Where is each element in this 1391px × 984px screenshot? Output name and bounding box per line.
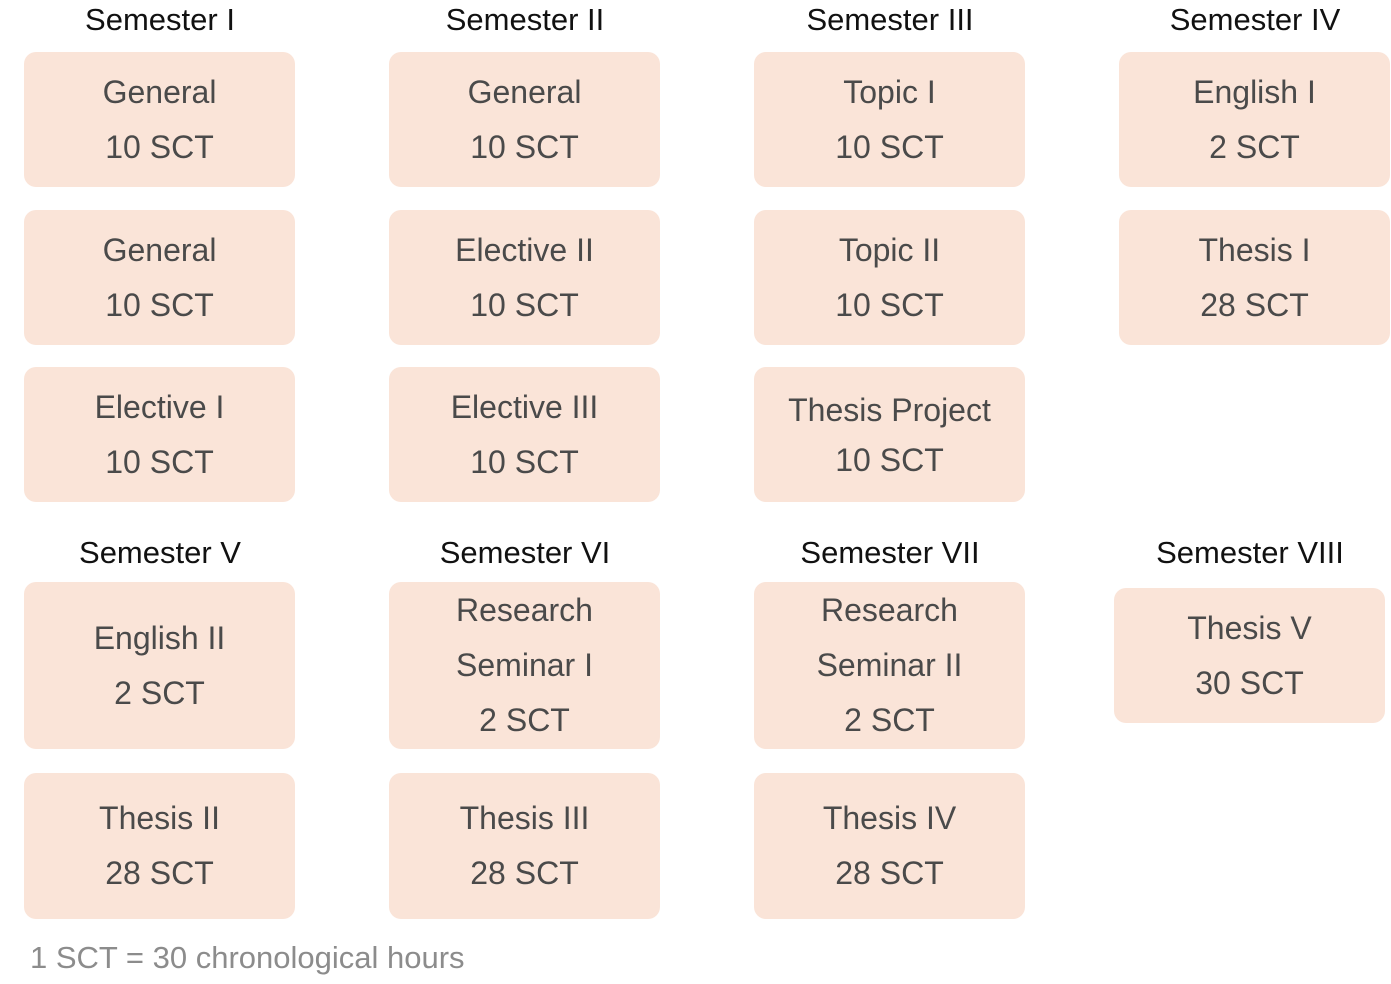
course-name: Thesis II xyxy=(99,800,220,836)
course-card: Elective II 10 SCT xyxy=(389,210,660,345)
course-card: Thesis V 30 SCT xyxy=(1114,588,1385,723)
course-name: English II xyxy=(93,619,226,656)
course-credits: 10 SCT xyxy=(835,128,944,165)
course-card: Thesis III 28 SCT xyxy=(389,773,660,919)
semester-1-title: Semester I xyxy=(85,2,235,37)
course-name: Elective II xyxy=(455,231,594,268)
course-credits: 10 SCT xyxy=(470,128,579,165)
course-name: General xyxy=(467,73,582,110)
course-name: General xyxy=(102,73,217,110)
course-name: Thesis III xyxy=(459,800,590,836)
course-card: General 10 SCT xyxy=(24,210,295,345)
course-credits: 10 SCT xyxy=(835,441,944,478)
course-name: Thesis V xyxy=(1187,609,1312,646)
course-credits: 10 SCT xyxy=(105,443,214,480)
semester-4-title: Semester IV xyxy=(1169,2,1341,37)
semester-6-title: Semester VI xyxy=(439,535,611,570)
course-card: Thesis I 28 SCT xyxy=(1119,210,1390,345)
semester-7-title: Semester VII xyxy=(800,535,980,570)
course-card: General 10 SCT xyxy=(24,52,295,187)
course-card: Research Seminar II 2 SCT xyxy=(754,582,1025,749)
semester-2-title: Semester II xyxy=(445,2,605,37)
course-card: General 10 SCT xyxy=(389,52,660,187)
semester-3-title: Semester III xyxy=(806,2,974,37)
course-name: Topic I xyxy=(843,73,936,110)
course-credits: 10 SCT xyxy=(470,443,579,480)
course-credits: 10 SCT xyxy=(105,286,214,323)
course-credits: 10 SCT xyxy=(835,286,944,323)
course-credits: 28 SCT xyxy=(835,855,944,891)
course-credits: 2 SCT xyxy=(114,674,205,711)
course-card: Research Seminar I 2 SCT xyxy=(389,582,660,749)
course-name: Elective I xyxy=(94,388,225,425)
course-credits: 10 SCT xyxy=(470,286,579,323)
course-name: Thesis IV xyxy=(822,800,957,836)
course-name: Thesis I xyxy=(1198,231,1311,268)
course-card: Elective III 10 SCT xyxy=(389,367,660,502)
course-name-line-1: Research xyxy=(456,592,593,628)
course-card: English I 2 SCT xyxy=(1119,52,1390,187)
course-name-line-2: Seminar II xyxy=(816,647,963,683)
semester-5-title: Semester V xyxy=(79,535,241,570)
course-name-line-1: Research xyxy=(821,592,958,628)
course-credits: 30 SCT xyxy=(1195,664,1304,701)
course-card: Topic I 10 SCT xyxy=(754,52,1025,187)
course-name: English I xyxy=(1193,73,1316,110)
course-credits: 28 SCT xyxy=(1200,286,1309,323)
course-name: Topic II xyxy=(838,231,941,268)
course-credits: 2 SCT xyxy=(1209,128,1300,165)
course-name: Elective III xyxy=(450,388,599,425)
course-card: Topic II 10 SCT xyxy=(754,210,1025,345)
course-credits: 2 SCT xyxy=(844,702,935,738)
course-credits: 28 SCT xyxy=(470,855,579,891)
course-credits: 2 SCT xyxy=(479,702,570,738)
semester-8-title: Semester VIII xyxy=(1156,535,1344,570)
footnote: 1 SCT = 30 chronological hours xyxy=(30,940,465,975)
course-name-line-2: Seminar I xyxy=(456,647,593,683)
course-name: General xyxy=(102,231,217,268)
course-credits: 10 SCT xyxy=(105,128,214,165)
course-card: English II 2 SCT xyxy=(24,582,295,749)
course-card: Thesis II 28 SCT xyxy=(24,773,295,919)
course-card: Thesis Project 10 SCT xyxy=(754,367,1025,502)
course-credits: 28 SCT xyxy=(105,855,214,891)
course-card: Elective I 10 SCT xyxy=(24,367,295,502)
course-card: Thesis IV 28 SCT xyxy=(754,773,1025,919)
course-name: Thesis Project xyxy=(788,391,991,428)
